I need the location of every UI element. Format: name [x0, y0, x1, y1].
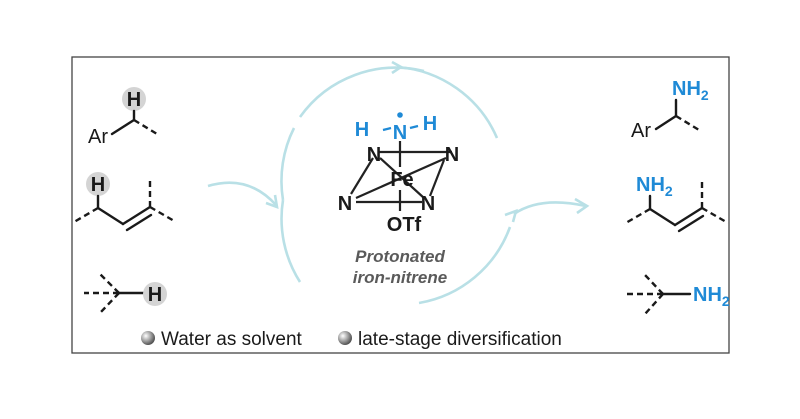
radical-dot — [397, 112, 403, 118]
bond-c-r-product — [675, 114, 700, 132]
ring-n-top-left: N — [367, 144, 381, 166]
bond-alkene-2 — [125, 213, 153, 232]
product-allylic-amine: NH2 — [623, 174, 729, 233]
product-benzylic-amine: NH2 Ar — [631, 78, 709, 142]
bond-product-alkene-2 — [677, 214, 705, 233]
benzylic-ar: Ar — [88, 126, 108, 148]
metal-fe: Fe — [390, 169, 413, 191]
allylic-nh2: NH2 — [636, 174, 673, 199]
substrate-benzylic: H Ar — [88, 87, 158, 148]
tertiary-nh2: NH2 — [693, 284, 730, 309]
bullet-icon — [338, 331, 352, 345]
catalyst-caption-line1: Protonated — [355, 247, 445, 266]
nitrene-h-right: H — [423, 113, 437, 135]
product-ar: Ar — [631, 120, 651, 142]
cycle-arrowhead-right — [504, 208, 518, 223]
substrate-entry-arrow — [207, 181, 277, 206]
highlight-benzylic-h — [122, 87, 146, 111]
bond-alkene-1 — [121, 205, 152, 226]
bond-product-tert-r-top — [644, 274, 664, 295]
catalytic-cycle — [207, 60, 590, 305]
bond-c-r-benzylic — [133, 118, 158, 136]
bond-product-r-left — [623, 207, 651, 226]
axial-otf: OTf — [387, 214, 422, 236]
substrate-tertiary: H — [84, 273, 167, 314]
benzylic-h: H — [127, 89, 141, 111]
bond-n2-n3 — [355, 156, 447, 200]
benzylic-nh2: NH2 — [672, 78, 709, 103]
bond-n1-n3 — [350, 157, 374, 195]
feature-water: Water as solvent — [161, 329, 303, 350]
feature-list: Water as solvent late-stage diversificat… — [141, 329, 562, 350]
nitrene-n: N — [393, 122, 407, 144]
catalyst-caption-line2: iron-nitrene — [353, 268, 447, 287]
bond-tertiary-r-top — [99, 273, 120, 294]
scheme-frame — [71, 56, 730, 354]
bond-product-alkene-1 — [673, 206, 704, 227]
bond-allylic-c-c — [96, 206, 125, 226]
product-exit-arrow — [513, 201, 587, 216]
substrate-entry-arrowhead — [265, 194, 279, 209]
cycle-arc-top-right — [396, 65, 499, 139]
substrate-allylic: H — [73, 172, 177, 232]
ring-n-top-right: N — [445, 144, 459, 166]
bond-product-tert-r-bottom — [644, 293, 664, 315]
bond-product-r-right — [701, 206, 729, 225]
bond-c-ar — [110, 118, 136, 136]
cycle-arc-top-left — [298, 66, 425, 118]
highlight-tertiary-h — [143, 282, 167, 306]
bond-alkene-r-right — [149, 205, 177, 224]
cycle-arc-left — [280, 127, 296, 201]
cycle-arrowhead-top — [391, 60, 404, 75]
ring-n-bottom-left: N — [338, 193, 352, 215]
bullet-icon — [141, 331, 155, 345]
bond-n2-n4 — [428, 159, 446, 197]
bond-product-c-c — [648, 207, 677, 227]
iron-nitrene-catalyst: H N H N N N N Fe OTf Protonated iron-nit… — [338, 112, 459, 287]
bond-nh-right — [409, 124, 419, 130]
product-tertiary-amine: NH2 — [627, 274, 730, 315]
bond-nh-left — [382, 126, 392, 132]
feature-late-stage: late-stage diversification — [358, 329, 562, 350]
product-exit-arrowhead — [574, 197, 590, 215]
nitrene-h-left: H — [355, 119, 369, 141]
bond-c-ar-product — [654, 114, 678, 131]
allylic-h: H — [91, 174, 105, 196]
highlight-allylic-h — [86, 172, 110, 196]
bond-allylic-r-left — [73, 206, 99, 224]
cycle-arc-bottom-right — [418, 226, 512, 305]
bond-tertiary-r-bottom — [99, 292, 120, 314]
ring-n-bottom-right: N — [421, 193, 435, 215]
cycle-arc-bottom-left — [280, 199, 302, 283]
tertiary-h: H — [148, 284, 162, 306]
